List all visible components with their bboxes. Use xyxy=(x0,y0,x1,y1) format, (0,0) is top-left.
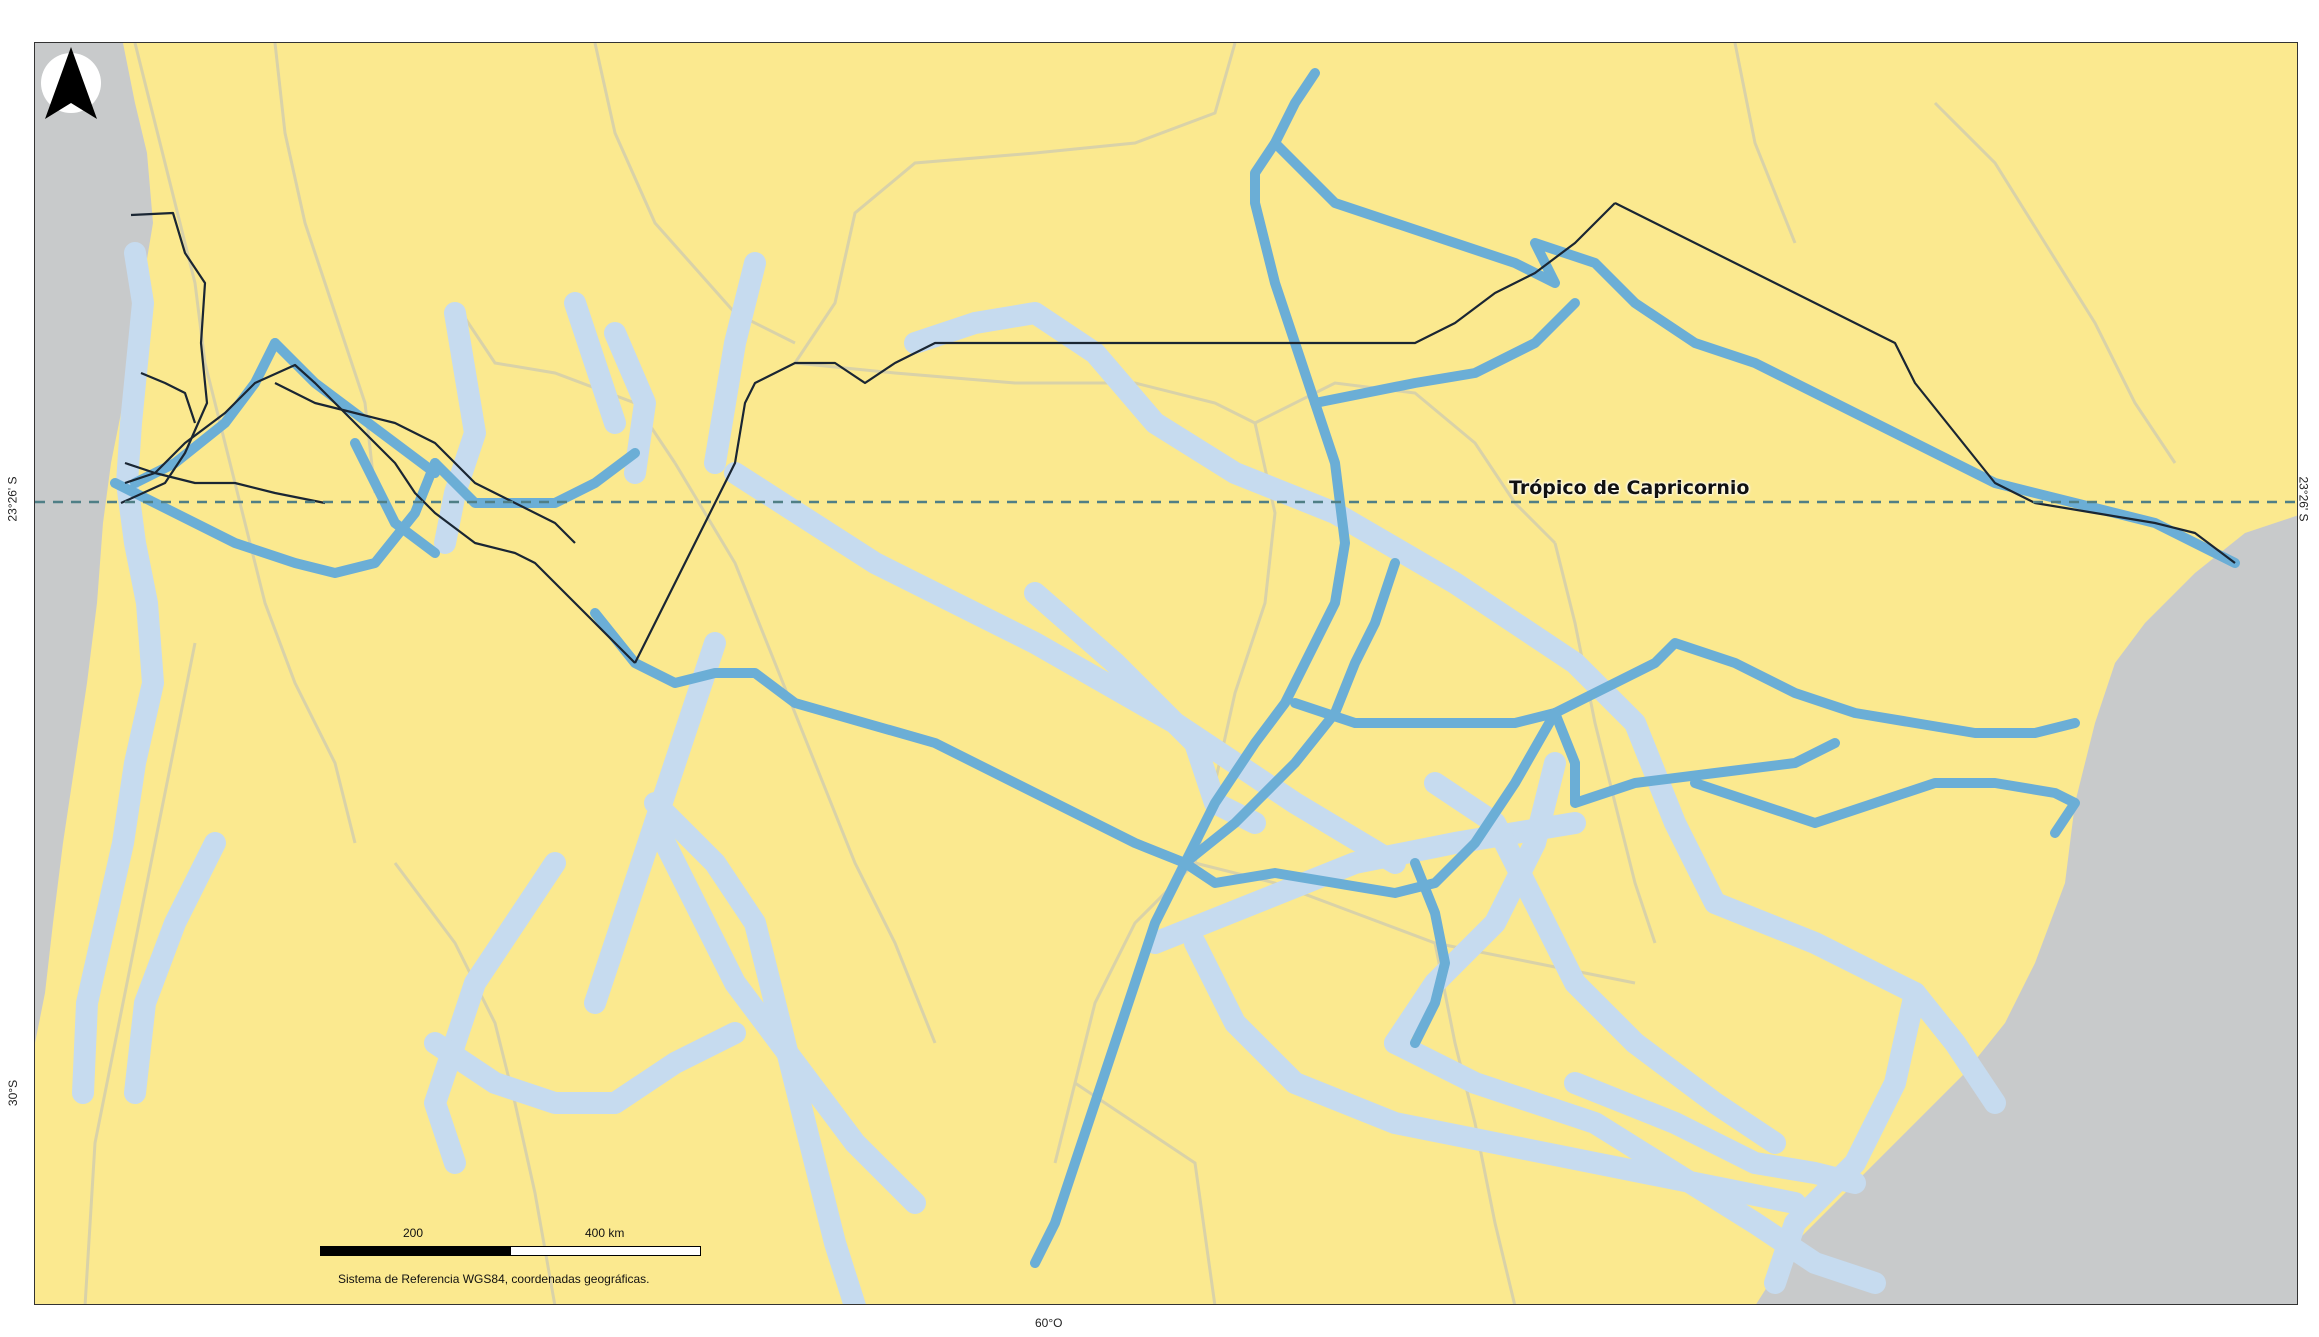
ocean-west xyxy=(35,43,153,1043)
scale-tick-400: 400 km xyxy=(585,1226,625,1240)
scale-segment-black xyxy=(320,1246,512,1256)
scale-segment-white xyxy=(510,1246,701,1256)
lon-label: 60°O xyxy=(1035,1316,1063,1330)
ocean-east xyxy=(1756,515,2297,1304)
lat-label-right: 23°26' S xyxy=(2296,476,2311,522)
scale-tick-200: 200 xyxy=(403,1226,424,1240)
rail-lines xyxy=(120,202,2236,664)
tropic-label: Trópico de Capricornio xyxy=(1509,477,1750,499)
lat-label-lower: 30°S xyxy=(6,1079,21,1107)
scale-bar xyxy=(320,1246,701,1256)
map-canvas[interactable] xyxy=(35,43,2298,1305)
planned-routes xyxy=(72,242,2006,1304)
north-arrow-icon xyxy=(41,47,101,119)
crs-note: Sistema de Referencia WGS84, coordenadas… xyxy=(338,1272,650,1286)
lat-label-upper: 23°26' S xyxy=(5,476,20,522)
map-frame[interactable]: Trópico de Capricornio xyxy=(34,42,2298,1305)
